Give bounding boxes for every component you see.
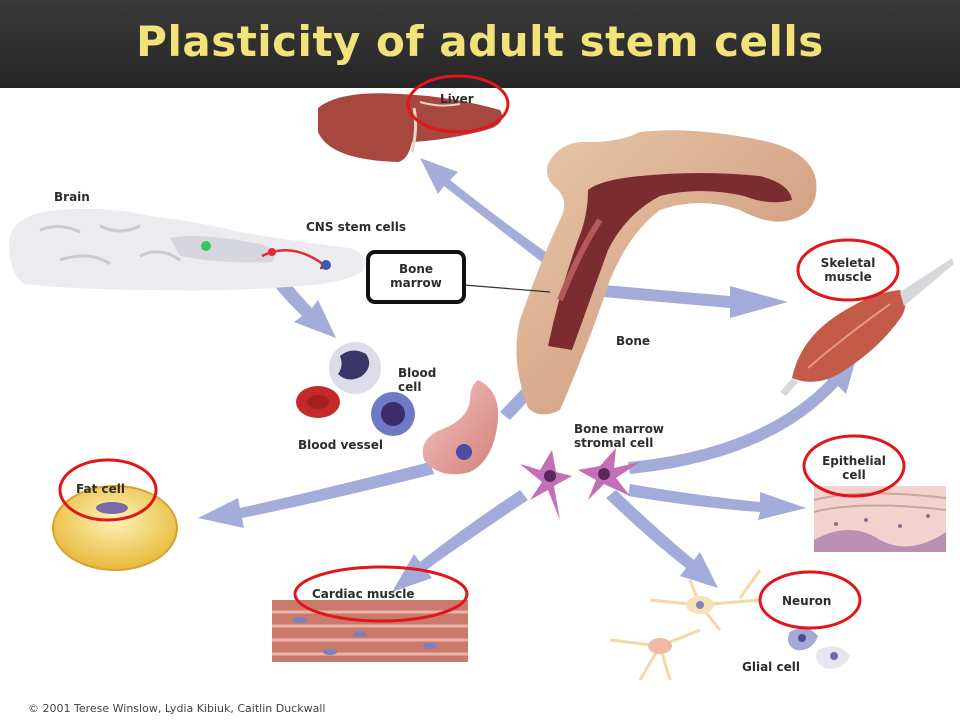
arrow-to-fat-cell [198,462,434,528]
label-bone-marrow: Bone marrow [390,262,442,290]
bone-marrow-pointer [463,284,551,293]
label-epithelial-cell: Epithelial cell [822,454,886,482]
label-stromal-cell: Bone marrow stromal cell [574,422,665,450]
copyright-credit: © 2001 Terese Winslow, Lydia Kibiuk, Cai… [28,702,326,715]
highlight-cardiac-muscle [293,565,469,623]
label-neuron: Neuron [782,594,832,608]
label-blood-vessel: Blood vessel [298,438,384,452]
highlight-skeletal-muscle [796,238,900,302]
liver-illustration [318,93,503,162]
brain-illustration [9,208,366,291]
highlight-epithelial [802,434,906,498]
epithelial-illustration [813,486,947,552]
arrow-to-cardiac [392,490,528,592]
label-blood-cell: Blood cell [398,366,437,394]
label-liver: Liver [440,92,474,106]
arrow-to-epithelial [628,484,806,520]
arrow-to-neuron [606,490,718,588]
neuron-illustration [609,569,762,681]
cardiac-muscle-illustration [272,600,468,662]
label-cardiac-muscle: Cardiac muscle [312,587,415,601]
label-glial-cell: Glial cell [742,660,800,674]
blood-cells-illustration [296,342,415,436]
label-brain: Brain [54,190,90,204]
slide-title: Plasticity of adult stem cells [136,17,824,66]
arrow-to-skeletal-muscle [568,282,788,318]
title-bar [0,0,960,88]
highlight-neuron [758,570,862,630]
label-skeletal-muscle: Skeletal muscle [820,256,876,284]
glial-illustration [788,627,850,669]
stromal-cells-illustration [520,448,640,520]
blood-vessel-illustration [422,380,499,475]
fat-cell-illustration [52,485,178,571]
highlight-bone-marrow [366,250,466,304]
highlight-liver [406,74,510,134]
label-fat-cell: Fat cell [76,482,125,496]
arrow-to-liver [420,158,560,270]
label-bone: Bone [616,334,651,348]
label-cns-stem-cells: CNS stem cells [306,220,406,234]
bone-illustration [516,130,817,415]
highlight-fat-cell [58,458,158,522]
skeletal-muscle-illustration [780,258,954,396]
highlight-circles [58,74,906,630]
